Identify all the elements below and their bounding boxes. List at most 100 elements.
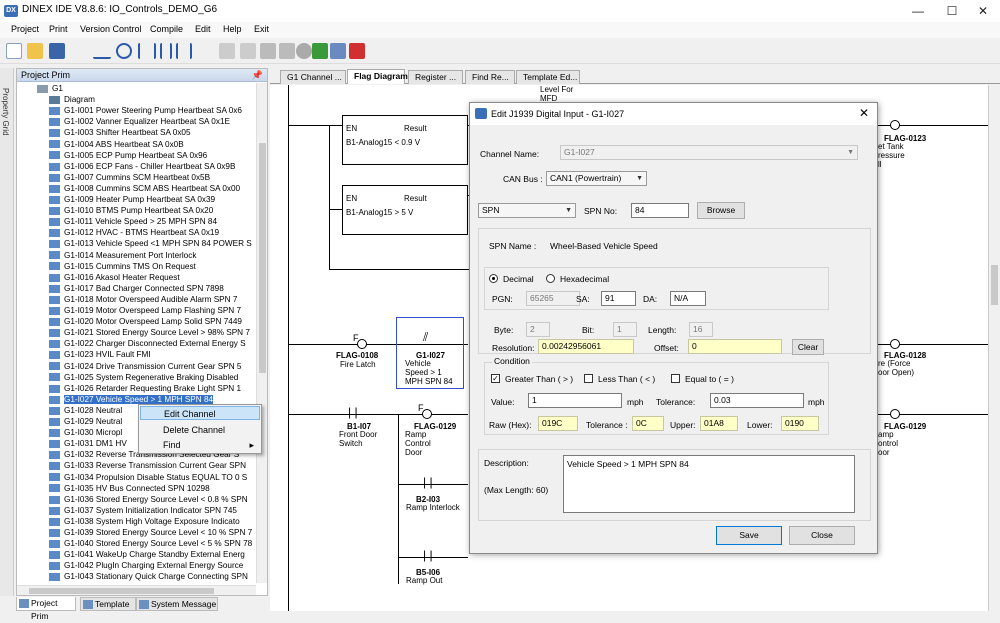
tree-item-channel[interactable]: G1-I022 Charger Disconnected External En… xyxy=(17,338,255,349)
da-input[interactable]: N/A xyxy=(670,291,706,306)
g1-i027-contact-selected[interactable] xyxy=(396,317,464,389)
flag-0108-coil-icon[interactable] xyxy=(357,339,367,349)
tab-template[interactable]: Template xyxy=(80,597,136,611)
maximize-button[interactable]: ☐ xyxy=(946,4,958,18)
tolerance-input[interactable]: 0.03 xyxy=(710,393,804,408)
decimal-radio[interactable] xyxy=(489,274,498,283)
flag-0128-coil-icon[interactable] xyxy=(890,339,900,349)
property-grid-tab[interactable]: Property Grid xyxy=(0,68,14,596)
tree-item-channel[interactable]: G1-I039 Stored Energy Source Level < 10 … xyxy=(17,527,255,538)
contact-nc-icon[interactable] xyxy=(138,43,156,59)
spn-type-select[interactable]: SPN▼ xyxy=(478,203,576,218)
tree-item-channel[interactable]: G1-I023 HVIL Fault FMI xyxy=(17,349,255,360)
raw-hex-field[interactable]: 019C xyxy=(538,416,578,431)
compare-block-1[interactable]: EN Result B1-Analog15 < 0.9 V xyxy=(342,115,468,165)
menu-print[interactable]: Print xyxy=(49,24,68,34)
tab-g1-channel[interactable]: G1 Channel ... xyxy=(280,70,346,84)
flag-0123-coil-icon[interactable] xyxy=(890,120,900,130)
equal-to-checkbox[interactable] xyxy=(671,374,680,383)
tree-item-channel[interactable]: G1-I043 Stationary Quick Charge Connecti… xyxy=(17,571,255,582)
tree-item-channel[interactable]: G1-I018 Motor Overspeed Audible Alarm SP… xyxy=(17,294,255,305)
tree-item-channel[interactable]: G1-I011 Vehicle Speed > 25 MPH SPN 84 xyxy=(17,216,255,227)
lower-field[interactable]: 0190 xyxy=(781,416,819,431)
tree-item-channel[interactable]: G1-I036 Stored Energy Source Level < 0.8… xyxy=(17,494,255,505)
tree-item-channel[interactable]: G1-I019 Motor Overspeed Lamp Flashing SP… xyxy=(17,305,255,316)
tree-horizontal-scrollbar[interactable] xyxy=(17,585,256,595)
save-button[interactable]: Save xyxy=(716,526,782,545)
tab-register[interactable]: Register ... xyxy=(408,70,463,84)
tree-item-channel[interactable]: G1-I032 Reverse Transmission Selected Ge… xyxy=(17,449,255,460)
tree-item-diagram[interactable]: Diagram xyxy=(17,94,255,105)
tab-template-editor[interactable]: Template Ed... xyxy=(516,70,580,84)
tree-item-channel[interactable]: G1-I035 HV Bus Connected SPN 10298 xyxy=(17,483,255,494)
tree-item-channel[interactable]: G1-I001 Power Steering Pump Heartbeat SA… xyxy=(17,105,255,116)
run-icon[interactable] xyxy=(219,43,235,59)
tree-item-channel[interactable]: G1-I013 Vehicle Speed <1 MPH SPN 84 POWE… xyxy=(17,238,255,249)
greater-than-checkbox[interactable]: ✓ xyxy=(491,374,500,383)
tree-item-channel[interactable]: G1-I017 Bad Charger Connected SPN 7898 xyxy=(17,283,255,294)
branch-icon[interactable] xyxy=(176,43,192,59)
step-icon[interactable] xyxy=(240,43,256,59)
tree-item-channel[interactable]: G1-I029 Neutral xyxy=(17,416,255,427)
channel-name-field[interactable]: G1-I027▼ xyxy=(560,145,858,160)
tree-item-channel[interactable]: G1-I021 Stored Energy Source Level > 98%… xyxy=(17,327,255,338)
tree-item-channel[interactable]: G1-I010 BTMS Pump Heartbeat SA 0x20 xyxy=(17,205,255,216)
hexadecimal-radio[interactable] xyxy=(546,274,555,283)
pin-icon[interactable]: 📌 xyxy=(251,70,263,80)
spn-no-input[interactable]: 84 xyxy=(631,203,689,218)
coil-icon[interactable] xyxy=(116,43,132,59)
import-icon[interactable] xyxy=(312,43,328,59)
tree-item-channel[interactable]: G1-I028 Neutral xyxy=(17,405,255,416)
find-menu-item[interactable]: Find▸ xyxy=(140,438,260,452)
tree-item-channel[interactable]: G1-I024 Drive Transmission Current Gear … xyxy=(17,361,255,372)
sa-input[interactable]: 91 xyxy=(601,291,636,306)
pgn-field[interactable]: 65265 xyxy=(526,291,580,306)
flag-0129b-coil-icon[interactable] xyxy=(890,409,900,419)
close-button[interactable]: Close xyxy=(789,526,855,545)
delete-channel-menu-item[interactable]: Delete Channel xyxy=(163,425,226,435)
tab-project-prim[interactable]: Project Prim xyxy=(16,597,76,621)
link-icon[interactable] xyxy=(279,43,295,59)
new-file-icon[interactable] xyxy=(6,43,22,59)
tree-item-channel[interactable]: G1-I004 ABS Heartbeat SA 0x0B xyxy=(17,139,255,150)
tree-item-channel[interactable]: G1-I034 Propulsion Disable Status EQUAL … xyxy=(17,472,255,483)
flag-0129-coil-icon[interactable] xyxy=(422,409,432,419)
record-icon[interactable] xyxy=(296,43,312,59)
offset-input[interactable]: 0 xyxy=(688,339,782,354)
tree-item-channel[interactable]: G1-I016 Akasol Heater Request xyxy=(17,272,255,283)
tolerance-hex-field[interactable]: 0C xyxy=(632,416,664,431)
tree-item-channel[interactable]: G1-I015 Cummins TMS On Request xyxy=(17,261,255,272)
menu-project[interactable]: Project xyxy=(11,24,40,34)
tree-root-g1[interactable]: G1 xyxy=(17,83,255,94)
tree-item-channel[interactable]: G1-I026 Retarder Requesting Brake Light … xyxy=(17,383,255,394)
edit-channel-menu-item[interactable]: Edit Channel xyxy=(140,406,260,420)
save-icon[interactable] xyxy=(49,43,65,59)
tree-item-channel[interactable]: G1-I020 Motor Overspeed Lamp Solid SPN 7… xyxy=(17,316,255,327)
byte-field[interactable]: 2 xyxy=(526,322,550,337)
minimize-button[interactable]: — xyxy=(912,4,924,18)
tree-item-channel[interactable]: G1-I031 DM1 HV xyxy=(17,438,255,449)
menu-help[interactable]: Help xyxy=(223,24,242,34)
tab-find-results[interactable]: Find Re... xyxy=(465,70,515,84)
contact-no-icon[interactable] xyxy=(93,43,111,59)
tree-item-channel[interactable]: G1-I002 Vanner Equalizer Heartbeat SA 0x… xyxy=(17,116,255,127)
clear-button[interactable]: Clear xyxy=(792,339,824,355)
tree-item-channel[interactable]: G1-I007 Cummins SCM Heartbeat 0x5B xyxy=(17,172,255,183)
menu-version-control[interactable]: Version Control xyxy=(80,24,142,34)
tree-item-channel[interactable]: G1-I005 ECP Pump Heartbeat SA 0x96 xyxy=(17,150,255,161)
tree-item-channel[interactable]: G1-I012 HVAC - BTMS Heartbeat SA 0x19 xyxy=(17,227,255,238)
menu-exit[interactable]: Exit xyxy=(254,24,270,34)
tree-item-channel[interactable]: G1-I003 Shifter Heartbeat SA 0x05 xyxy=(17,127,255,138)
tree-item-channel[interactable]: G1-I008 Cummins SCM ABS Heartbeat SA 0x0… xyxy=(17,183,255,194)
tree-item-channel[interactable]: G1-I040 Stored Energy Source Level < 5 %… xyxy=(17,538,255,549)
description-input[interactable]: Vehicle Speed > 1 MPH SPN 84 xyxy=(563,455,855,513)
export-icon[interactable] xyxy=(330,43,346,59)
upper-field[interactable]: 01A8 xyxy=(700,416,738,431)
menu-edit[interactable]: Edit xyxy=(195,24,211,34)
tree-item-channel[interactable]: G1-I033 Reverse Transmission Current Gea… xyxy=(17,460,255,471)
tree-item-channel[interactable]: G1-I014 Measurement Port Interlock xyxy=(17,250,255,261)
browse-button[interactable]: Browse xyxy=(697,202,745,219)
tree-item-channel[interactable]: G1-I030 Micropl xyxy=(17,427,255,438)
tree-item-channel[interactable]: G1-I038 System High Voltage Exposure Ind… xyxy=(17,516,255,527)
tree-item-channel[interactable]: G1-I009 Heater Pump Heartbeat SA 0x39 xyxy=(17,194,255,205)
